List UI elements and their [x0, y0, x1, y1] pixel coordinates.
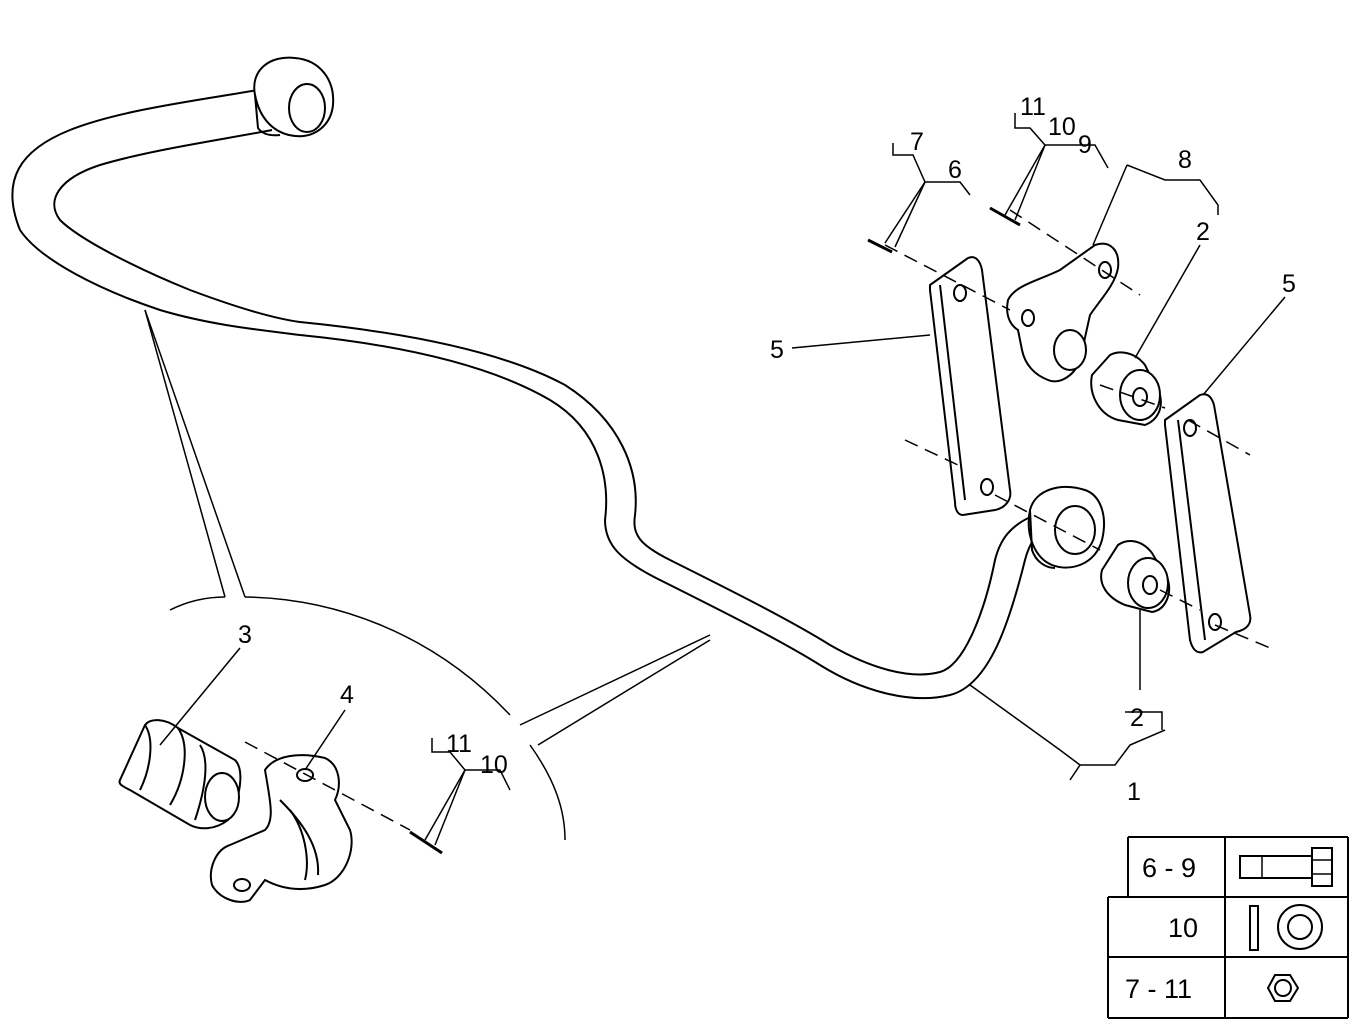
callout-10-upper: 10: [1048, 113, 1076, 141]
callout-11-lower: 11: [446, 730, 472, 758]
nut-icon: [1266, 974, 1300, 1002]
callout-7: 7: [910, 128, 924, 156]
callout-10-lower: 10: [480, 751, 508, 779]
link-plate-left: [929, 256, 1012, 517]
mounting-bracket: [1006, 242, 1120, 383]
washer-icon: [1249, 904, 1323, 951]
legend-row-2-label: 10: [1168, 913, 1198, 943]
callout-labels: 1 2 2 3 4 5 5 6 7 8 9 10 11 10 11: [238, 93, 1296, 806]
leader-lines: [159, 113, 1286, 846]
legend-row-1-label: 6 - 9: [1142, 853, 1196, 883]
callout-2-upper: 2: [1196, 218, 1210, 246]
callout-6: 6: [948, 156, 962, 184]
fastener-legend-table: 6 - 9 10 7 - 11: [1107, 836, 1349, 1019]
callout-3: 3: [238, 621, 252, 649]
callout-11-upper: 11: [1020, 93, 1046, 121]
rubber-bushing: [118, 719, 242, 830]
callout-8: 8: [1178, 146, 1192, 174]
bolt-icon: [1239, 847, 1333, 887]
bushing-upper: [1090, 351, 1162, 427]
legend-row-3-label: 7 - 11: [1125, 974, 1192, 1004]
callout-2-lower: 2: [1130, 704, 1144, 732]
callout-5-right: 5: [1282, 270, 1296, 298]
callout-9: 9: [1078, 131, 1092, 159]
u-bracket: [210, 754, 353, 903]
detail-view-circle: [144, 309, 711, 841]
callout-1: 1: [1127, 778, 1141, 806]
callout-5-left: 5: [770, 336, 784, 364]
bushing-lower: [1100, 540, 1171, 614]
link-plate-right: [1164, 393, 1252, 654]
callout-4: 4: [340, 681, 354, 709]
